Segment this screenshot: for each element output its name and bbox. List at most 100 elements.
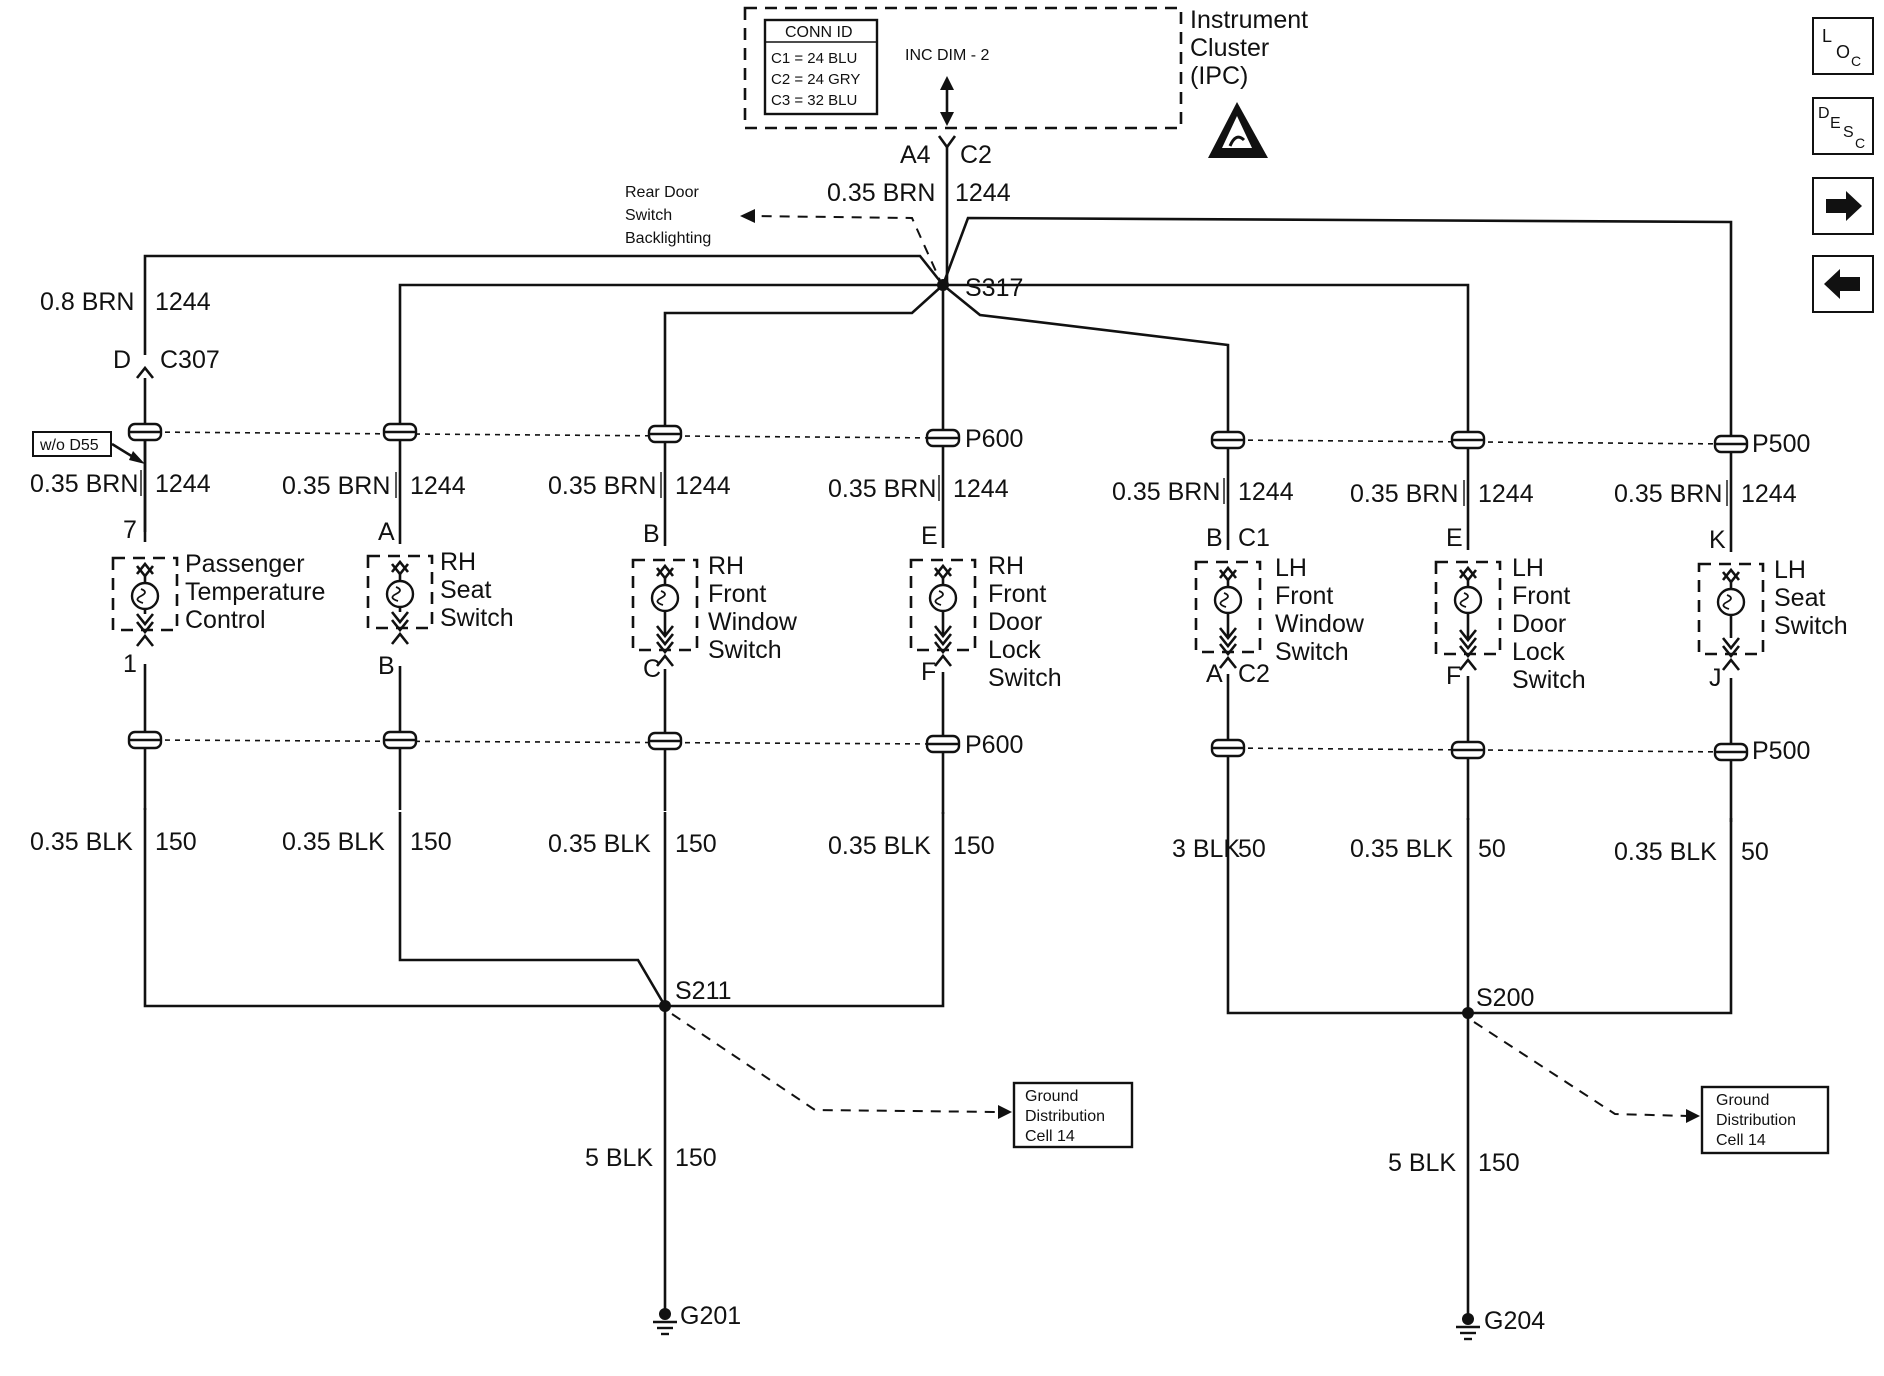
lamp-icon [928, 583, 958, 613]
instrument-cluster: CONN ID C1 = 24 BLU C2 = 24 GRY C3 = 32 … [743, 6, 1308, 158]
svg-text:L: L [1822, 26, 1832, 46]
ground-g204-label: G204 [1484, 1307, 1545, 1335]
harness-p600-upper: P600 [965, 425, 1023, 453]
harness-clip-upper [1210, 430, 1246, 450]
rear-door-line2: Switch [625, 207, 672, 224]
wire-circuit-top: 1244 [953, 475, 1009, 503]
pin-bottom: B [378, 652, 395, 680]
wire-gauge-bottom: 0.35 BLK [1350, 835, 1453, 863]
component-name-line: Window [1275, 610, 1365, 638]
svg-text:O: O [1836, 42, 1850, 62]
ground-g201-icon [653, 1308, 677, 1336]
loc-button[interactable]: L O C [1812, 17, 1874, 75]
pin-top: B [1206, 524, 1223, 552]
pin-bottom: J [1709, 664, 1722, 692]
component-name-line: LH [1774, 556, 1806, 584]
component-name-line: Control [185, 606, 266, 634]
arrow-left-icon [1824, 269, 1860, 299]
pin-top: A [378, 518, 395, 546]
main-feed-circuit: 1244 [955, 179, 1011, 207]
component-name-line: Door [988, 608, 1042, 636]
wire-gauge-bottom: 0.35 BLK [30, 828, 133, 856]
splice-s317-label: S317 [965, 274, 1023, 302]
pin-bottom: A [1206, 660, 1223, 688]
ipc-connector: C2 [960, 141, 992, 169]
component-name-line: Switch [1512, 666, 1586, 694]
ground-right-circuit: 150 [1478, 1149, 1520, 1177]
wire-gauge-bottom: 0.35 BLK [282, 828, 385, 856]
ground-g204-icon [1456, 1313, 1480, 1341]
wire-circuit-top: 1244 [1478, 480, 1534, 508]
rear-door-line1: Rear Door [625, 184, 699, 201]
ground-wires [143, 808, 1733, 1315]
component-name-line: RH [988, 552, 1024, 580]
harness-clip-upper [127, 422, 163, 442]
pin-bottom: 1 [123, 650, 137, 678]
svg-text:C: C [1851, 53, 1861, 69]
harness-clip-lower [1713, 742, 1749, 762]
harness-clip-lower [127, 730, 163, 750]
svg-text:D: D [1818, 105, 1830, 122]
component-name-line: Front [1275, 582, 1333, 610]
component-name-line: Switch [440, 604, 514, 632]
passenger-feed-gauge: 0.8 BRN [40, 288, 134, 316]
next-button[interactable] [1812, 177, 1874, 235]
wire-circuit-bottom: 150 [675, 830, 717, 858]
component-name-line: LH [1275, 554, 1307, 582]
component-name-line: Window [708, 608, 798, 636]
component-name-line: Switch [1275, 638, 1349, 666]
ipc-name-line3: (IPC) [1190, 62, 1248, 90]
harness-clip-upper [1450, 430, 1486, 450]
ground-ref-right-line1: Ground [1716, 1092, 1769, 1109]
svg-text:S: S [1843, 124, 1854, 141]
splice-s317 [937, 279, 949, 291]
lamp-icon [385, 579, 415, 609]
wire-gauge-bottom: 0.35 BLK [548, 830, 651, 858]
component-name-line: Lock [1512, 638, 1565, 666]
power-feed-wires [143, 147, 1733, 438]
wire-gauge-top: 0.35 BRN [1614, 480, 1722, 508]
component-name-line: LH [1512, 554, 1544, 582]
ground-ref-left-line2: Distribution [1025, 1108, 1105, 1125]
ground-left-circuit: 150 [675, 1144, 717, 1172]
ipc-name-line2: Cluster [1190, 34, 1269, 62]
harness-clip-lower [647, 731, 683, 751]
pin-top: E [921, 522, 938, 550]
prev-button[interactable] [1812, 255, 1874, 313]
harness-clip-lower [1450, 740, 1486, 760]
wire-circuit-top: 1244 [675, 472, 731, 500]
splice-s211 [659, 1000, 671, 1012]
rear-door-line3: Backlighting [625, 230, 711, 247]
harness-p500-upper: P500 [1752, 430, 1810, 458]
wire-gauge-top: 0.35 BRN [1112, 478, 1220, 506]
wire-circuit-top: 1244 [1238, 478, 1294, 506]
harness-clip-upper [925, 428, 961, 448]
main-feed-gauge: 0.35 BRN [827, 179, 935, 207]
component-name-line: RH [440, 548, 476, 576]
component-name-line: Passenger [185, 550, 305, 578]
arrow-right-icon [1826, 191, 1862, 221]
svg-text:C: C [1855, 135, 1865, 151]
desc-button[interactable]: D E S C [1812, 97, 1874, 155]
harness-clip-lower [1210, 738, 1246, 758]
ground-ref-right-line2: Distribution [1716, 1112, 1796, 1129]
conn-id-c2: C2 = 24 GRY [771, 71, 860, 88]
pin-bottom: C [643, 655, 661, 683]
lamp-icon [130, 581, 160, 611]
component-name-line: Front [708, 580, 766, 608]
wire-gauge-bottom: 0.35 BLK [828, 832, 931, 860]
splice-s211-label: S211 [675, 977, 732, 1005]
pin-top: B [643, 520, 660, 548]
pin-top: K [1709, 526, 1726, 554]
wire-circuit-top: 1244 [410, 472, 466, 500]
ground-left-gauge: 5 BLK [585, 1144, 653, 1172]
wire-circuit-bottom: 150 [410, 828, 452, 856]
component-name-line: Seat [440, 576, 491, 604]
harness-p600-lower: P600 [965, 731, 1023, 759]
connector-top: C1 [1238, 524, 1270, 552]
lamp-icon [1716, 587, 1746, 617]
